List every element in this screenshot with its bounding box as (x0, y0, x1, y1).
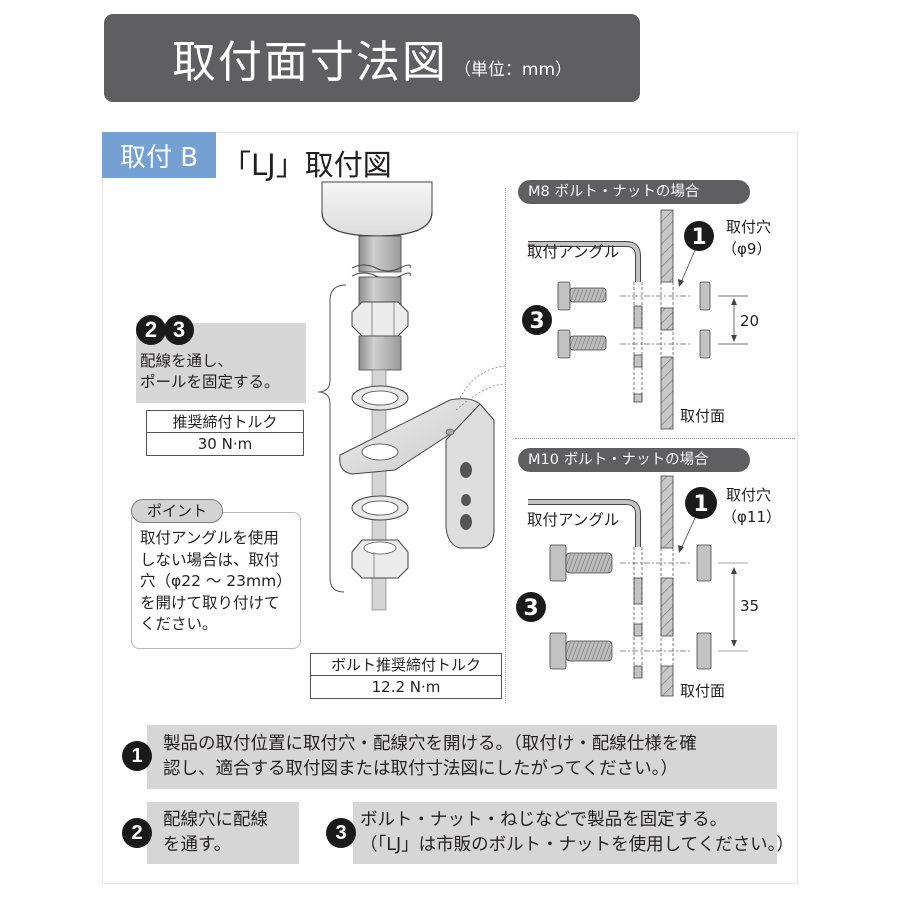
step-text-line: 製品の取付位置に取付穴・配線穴を開ける。（取付け・配線仕様を確 (163, 734, 697, 754)
svg-text:3: 3 (523, 596, 538, 621)
svg-text:3: 3 (529, 309, 544, 334)
m10-spacing-dimension: 35 (740, 597, 760, 615)
step-3-badge: 3 (164, 315, 194, 345)
step-2-badge: 2 (136, 315, 166, 345)
point-note-box (131, 512, 301, 649)
step-1-box (147, 725, 777, 789)
detail-divider-horizontal (515, 438, 795, 439)
m8-spacing-dimension: 20 (740, 312, 760, 330)
step-3-text: ボルト・ナット・ねじなどで製品を固定する。 （「LJ」は市販のボルト・ナットを使… (360, 808, 794, 858)
m8-section-title: M8 ボルト・ナットの場合 (518, 180, 750, 204)
wiring-text-line: ポールを固定する。 (140, 373, 280, 391)
point-line: しない場合は、取付 (140, 550, 280, 569)
step-text-line: 認し、適合する取付図または取付寸法図にしたがってください。） (163, 759, 678, 779)
page-title: 取付面寸法図 (171, 37, 448, 88)
m8-hole-size: （φ9） (722, 240, 772, 258)
m10-surface-label: 取付面 (680, 682, 726, 700)
bolt-torque-table: ボルト推奨締付トルク 12.2 N·m (310, 653, 502, 699)
wiring-callout-text: 配線を通し、 ポールを固定する。 (140, 351, 280, 393)
svg-text:1: 1 (691, 225, 706, 250)
point-note-text: 取付アングルを使用 しない場合は、取付 穴（φ22 ～ 23mm） を開けて取り… (140, 528, 292, 636)
step-text-line: を通す。 (163, 835, 232, 855)
step-text-line: （「LJ」は市販のボルト・ナットを使用してください。） (360, 835, 794, 855)
section-title: 「LJ」取付図 (222, 148, 392, 182)
point-tag: ポイント (131, 499, 223, 523)
step-text-line: ボルト・ナット・ねじなどで製品を固定する。 (360, 810, 728, 830)
point-line: 穴（φ22 ～ 23mm） (140, 572, 292, 590)
step-1-text: 製品の取付位置に取付穴・配線穴を開ける。（取付け・配線仕様を確 認し、適合する取… (163, 732, 697, 782)
light-cap-icon (321, 181, 433, 237)
angle-bracket-icon (339, 398, 495, 549)
torque-label: 推奨締付トルク (147, 411, 303, 433)
step-2-box (147, 802, 299, 864)
step-2-text: 配線穴に配線 を通す。 (163, 808, 268, 858)
wiring-callout: 2 3 配線を通し、 ポールを固定する。 (136, 315, 306, 403)
detail-divider-vertical (505, 188, 506, 703)
wiring-text-line: 配線を通し、 (140, 352, 234, 370)
m8-detail-drawing: 1 3 (522, 209, 748, 430)
torque-value: 30 N·m (197, 435, 253, 453)
step-number-group: 2 3 (136, 315, 194, 345)
m10-angle-label: 取付アングル (527, 511, 620, 529)
step-2-badge: 2 (122, 818, 152, 848)
step-text-line: 配線穴に配線 (163, 810, 268, 830)
m10-detail-drawing: 1 3 (516, 475, 748, 697)
step-3-badge: 3 (326, 818, 356, 848)
unit-label: （単位：mm） (453, 59, 573, 80)
torque-label: ボルト推奨締付トルク (311, 654, 501, 676)
svg-text:1: 1 (693, 492, 708, 517)
point-line: 取付アングルを使用 (140, 529, 279, 547)
step-3-box (353, 802, 777, 864)
point-line: ください。 (140, 615, 218, 633)
m8-angle-label: 取付アングル (527, 243, 620, 261)
torque-value: 12.2 N·m (371, 678, 441, 696)
m8-hole-label: 取付穴 (726, 218, 772, 236)
pole-torque-table: 推奨締付トルク 30 N·m (146, 410, 304, 456)
m8-surface-label: 取付面 (680, 407, 726, 425)
m10-hole-label: 取付穴 (726, 486, 772, 504)
step-1-badge: 1 (122, 741, 152, 771)
point-line: を開けて取り付けて (140, 593, 280, 612)
page-title-bar: 取付面寸法図 （単位：mm） (104, 14, 640, 102)
section-tag: 取付 B (102, 132, 216, 178)
m10-section-title: M10 ボルト・ナットの場合 (518, 448, 750, 472)
m10-hole-size: （φ11） (722, 508, 781, 526)
